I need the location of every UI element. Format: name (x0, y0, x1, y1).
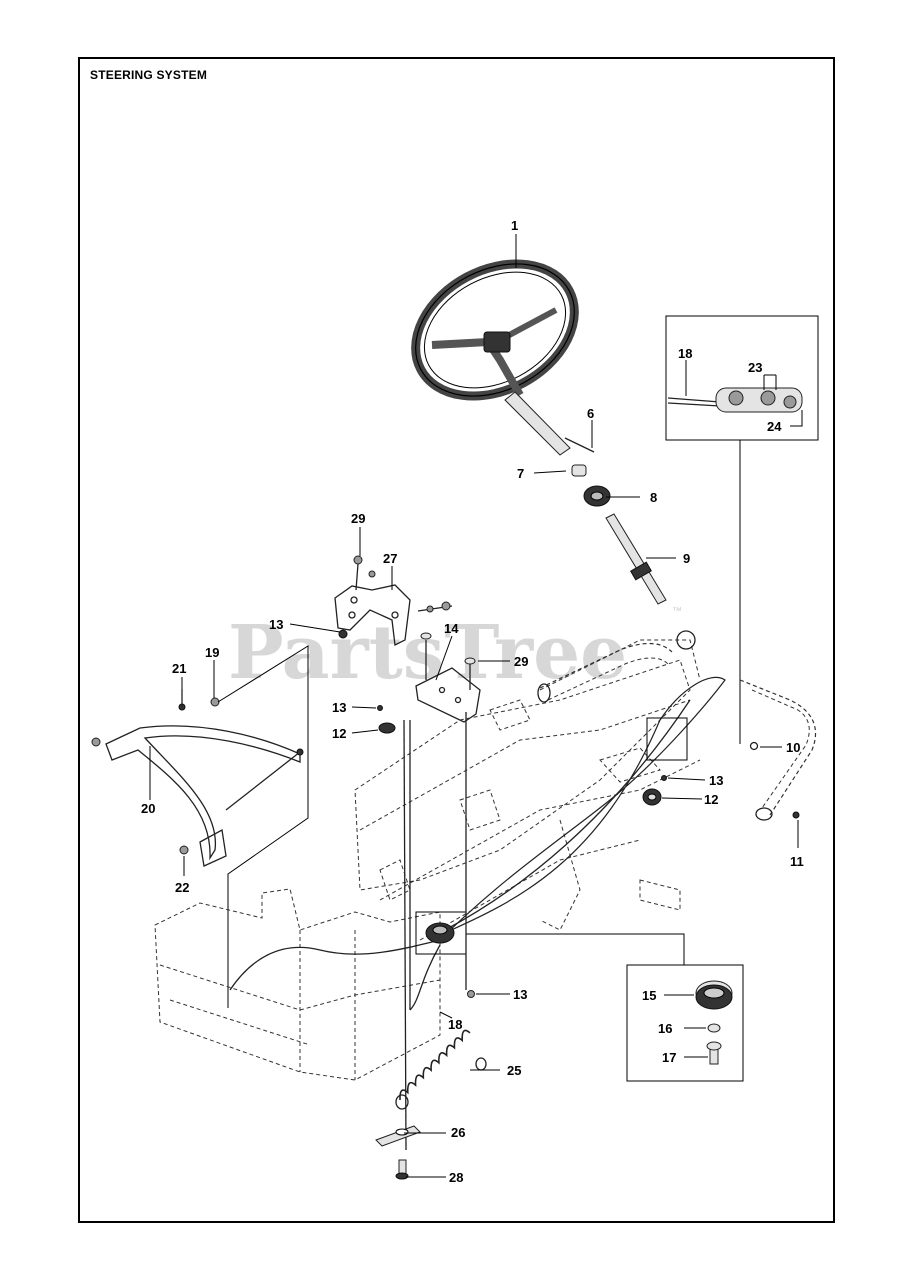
callout-6: 6 (587, 406, 594, 421)
callout-12-left: 12 (332, 726, 346, 741)
callout-29-top: 29 (351, 511, 365, 526)
steering-cables (229, 676, 726, 1151)
roll-pin (564, 437, 595, 453)
anchor-plate (375, 1125, 421, 1147)
callout-28: 28 (449, 1170, 463, 1185)
steering-shaft (605, 513, 667, 605)
upper-bracket (334, 555, 453, 646)
callout-18-inset: 18 (678, 346, 692, 361)
callout-9: 9 (683, 551, 690, 566)
nut-11 (792, 811, 800, 819)
right-pulley-box (646, 717, 688, 761)
watermark: PartsTree (228, 610, 627, 696)
bearing (583, 485, 611, 507)
tractor-frame (154, 639, 701, 1081)
callout-14: 14 (444, 621, 459, 636)
callout-23: 23 (748, 360, 762, 375)
callout-17: 17 (662, 1050, 676, 1065)
callout-20: 20 (141, 801, 155, 816)
center-pulley (415, 911, 685, 965)
nut-left (377, 705, 383, 711)
spacer-left (378, 722, 396, 734)
diagram-frame (78, 57, 835, 1223)
diagram-title: STEERING SYSTEM (90, 68, 208, 82)
leader-lines (149, 234, 803, 1178)
callout-24: 24 (767, 419, 782, 434)
watermark-trademark: ™ (672, 606, 682, 617)
callout-25: 25 (507, 1063, 521, 1078)
right-pulley (642, 775, 667, 806)
nut-bottom (467, 990, 475, 998)
callout-labels: 1 6 7 8 9 18 23 24 29 27 13 14 29 21 19 … (141, 218, 804, 1185)
callout-18-bottom: 18 (448, 1017, 462, 1032)
steering-wheel (411, 259, 579, 456)
control-handles (537, 630, 817, 821)
tension-spring (395, 1029, 487, 1110)
callout-13-bracket: 13 (269, 617, 283, 632)
anchor-bolt (395, 1159, 409, 1180)
callout-16: 16 (658, 1021, 672, 1036)
callout-11: 11 (790, 854, 804, 869)
callout-21: 21 (172, 661, 186, 676)
nut-10 (749, 741, 759, 751)
callout-13-right: 13 (709, 773, 723, 788)
callout-26: 26 (451, 1125, 465, 1140)
callout-7: 7 (517, 466, 524, 481)
callout-29-plate: 29 (514, 654, 528, 669)
callout-13-left: 13 (332, 700, 346, 715)
callout-15: 15 (642, 988, 656, 1003)
callout-22: 22 (175, 880, 189, 895)
inset-cable-detail (665, 315, 819, 744)
callout-19: 19 (205, 645, 219, 660)
callout-1: 1 (511, 218, 518, 233)
callout-27: 27 (383, 551, 397, 566)
inset-pulley-detail (626, 964, 744, 1082)
callout-13-bottom: 13 (513, 987, 527, 1002)
hex-nut-7 (571, 464, 587, 477)
callout-8: 8 (650, 490, 657, 505)
callout-10: 10 (786, 740, 800, 755)
mounting-plate (415, 632, 481, 723)
cable-clamp (91, 689, 304, 867)
callout-12-right: 12 (704, 792, 718, 807)
